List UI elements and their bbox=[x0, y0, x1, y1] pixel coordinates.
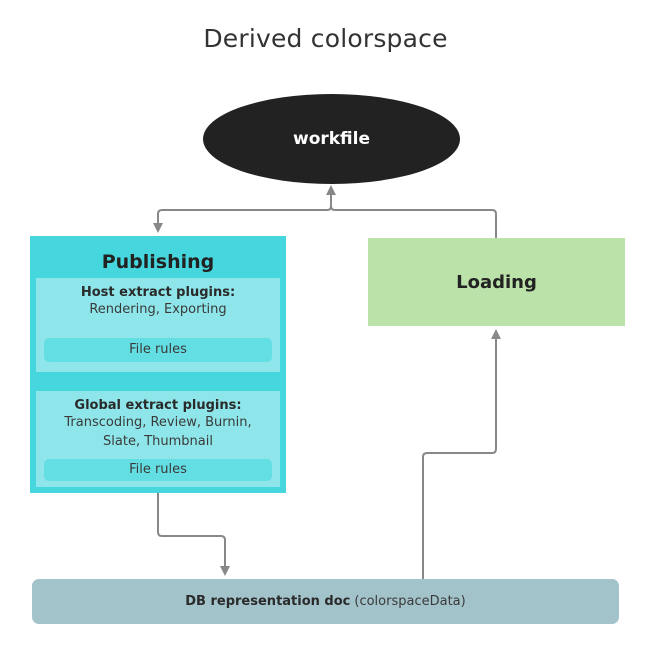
workfile-node[interactable]: workfile bbox=[203, 94, 460, 184]
edge-publishing-to-db bbox=[157, 493, 230, 576]
global-extract-text-line-1: Transcoding, Review, Burnin, bbox=[64, 415, 252, 430]
global-extract-heading: Global extract plugins: bbox=[74, 398, 242, 413]
diagram-title: Derived colorspace bbox=[203, 24, 448, 53]
global-extract-panel[interactable]: Global extract plugins: Transcoding, Rev… bbox=[36, 391, 280, 487]
host-extract-heading: Host extract plugins: bbox=[80, 285, 236, 300]
workfile-label: workfile bbox=[292, 129, 371, 149]
host-extract-text: Rendering, Exporting bbox=[89, 302, 227, 317]
loading-label: Loading bbox=[456, 271, 537, 293]
publishing-node[interactable]: Publishing Host extract plugins: Renderi… bbox=[30, 236, 286, 493]
edge-workfile-to-publishing bbox=[153, 196, 332, 233]
publishing-label: Publishing bbox=[101, 251, 215, 273]
loading-node[interactable]: Loading bbox=[368, 238, 625, 326]
host-extract-panel[interactable]: Host extract plugins: Rendering, Exporti… bbox=[36, 278, 280, 372]
global-file-rules[interactable]: File rules bbox=[44, 459, 272, 481]
global-extract-text-line-2: Slate, Thumbnail bbox=[103, 434, 213, 449]
host-file-rules[interactable]: File rules bbox=[44, 338, 272, 362]
edge-loading-to-workfile bbox=[326, 185, 497, 238]
db-label: DB representation doc bbox=[185, 594, 351, 609]
db-sublabel: (colorspaceData) bbox=[354, 594, 466, 609]
edge-db-to-loading bbox=[422, 329, 501, 579]
db-representation-node[interactable]: DB representation doc (colorspaceData) bbox=[32, 579, 619, 624]
